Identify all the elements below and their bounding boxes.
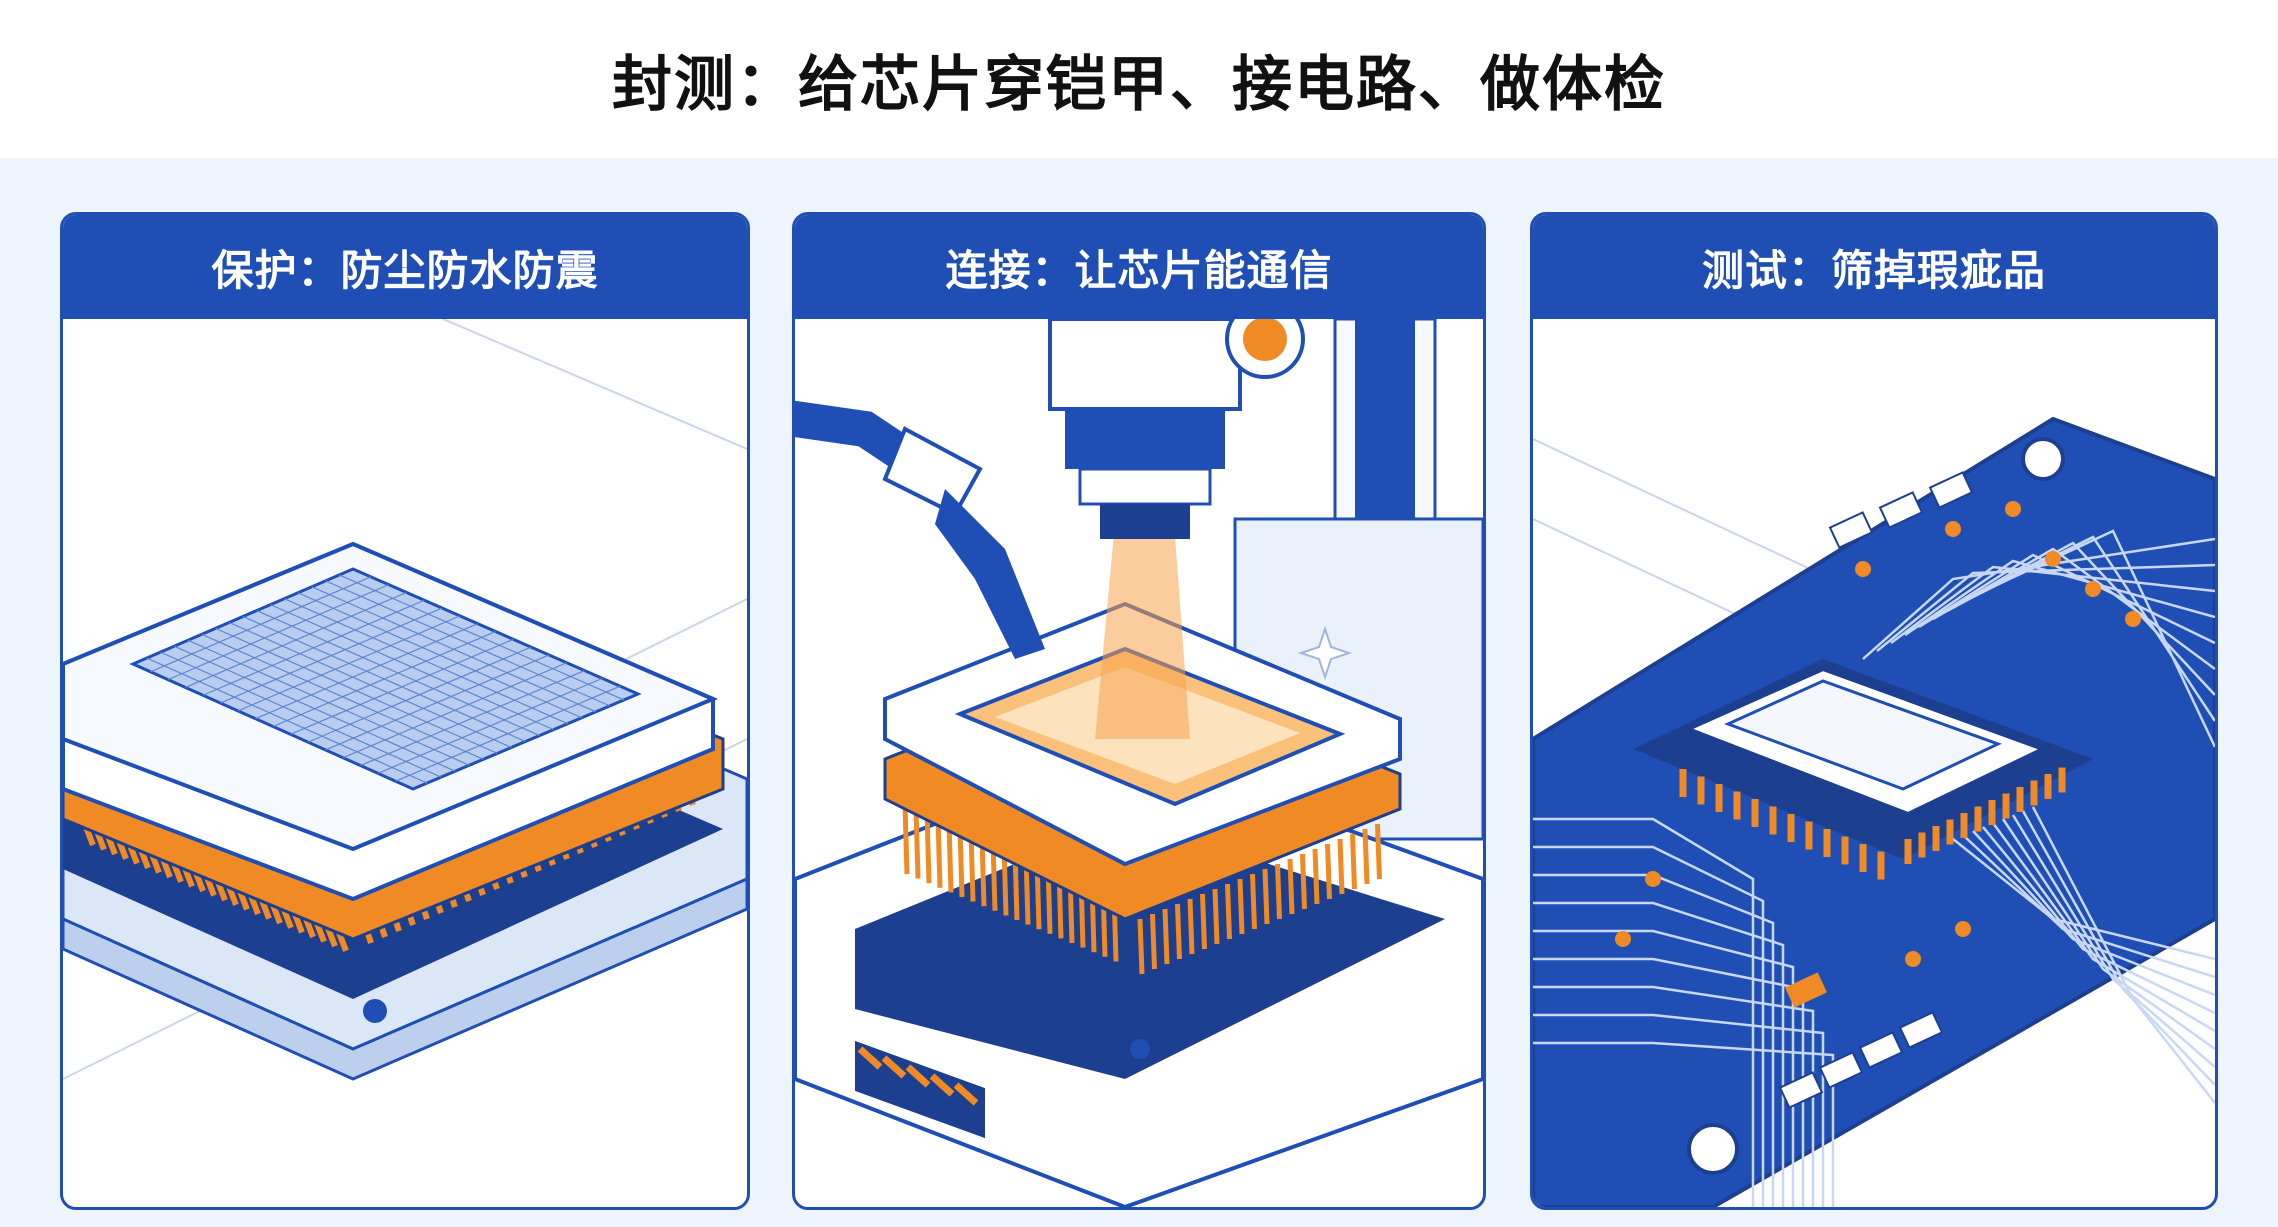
panel-connection-heading: 连接：让芯片能通信 — [795, 215, 1483, 319]
solder-point — [1945, 521, 1961, 537]
solder-point — [1955, 921, 1971, 937]
mount-hole — [363, 999, 387, 1023]
dispenser-nozzle — [935, 489, 1045, 659]
solder-point — [2125, 611, 2141, 627]
wire-bonding-illustration — [795, 319, 1483, 1207]
panel-protection-heading: 保护：防尘防水防震 — [63, 215, 747, 319]
socket — [855, 819, 1445, 1079]
solder-point — [2085, 581, 2101, 597]
solder-point — [1855, 561, 1871, 577]
page-title: 封测：给芯片穿铠甲、接电路、做体检 — [612, 49, 1666, 120]
title-bar: 封测：给芯片穿铠甲、接电路、做体检 — [0, 0, 2278, 158]
solder-point — [2005, 501, 2021, 517]
chip-pins — [1679, 767, 2066, 880]
solder-point — [1905, 951, 1921, 967]
pcb-mount-hole — [2021, 437, 2065, 481]
panel-protection: 保护：防尘防水防震 — [60, 212, 750, 1210]
smd-components — [1778, 471, 1974, 1109]
panel-testing: 测试：筛掉瑕疵品 — [1530, 212, 2218, 1210]
bonding-head — [1048, 319, 1242, 411]
pcb-mount-hole — [1687, 1123, 1739, 1175]
solder-point — [2045, 551, 2061, 567]
circuit-traces — [1533, 529, 2215, 1207]
solder-point — [1645, 871, 1661, 887]
solder-point — [1615, 931, 1631, 947]
chip-package-illustration — [63, 319, 747, 1081]
panel-testing-heading: 测试：筛掉瑕疵品 — [1533, 215, 2215, 319]
panel-connection: 连接：让芯片能通信 — [792, 212, 1486, 1210]
chip-lid — [1724, 679, 2002, 791]
circuit-board-illustration — [1533, 416, 2215, 1207]
